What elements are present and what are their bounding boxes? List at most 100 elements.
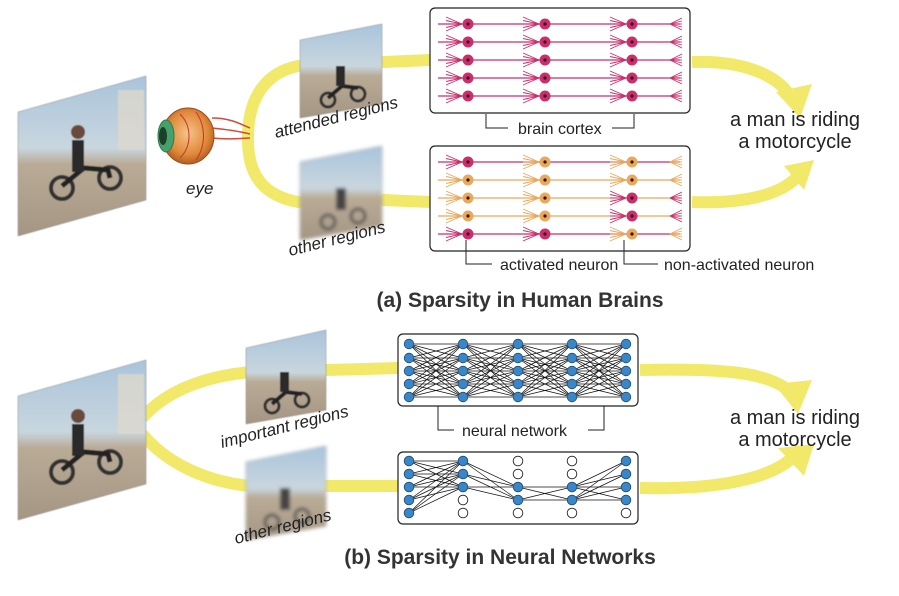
dendrite xyxy=(609,179,627,188)
network-edge xyxy=(517,357,573,398)
dendrite xyxy=(445,154,463,163)
network-edge xyxy=(517,486,573,501)
dendrite xyxy=(445,41,463,50)
active-node xyxy=(566,481,578,493)
dendrite xyxy=(522,190,540,199)
neuron-nucleus xyxy=(630,40,634,44)
activated-neuron-label: activated neuron xyxy=(500,257,618,274)
arrowhead-b-bottom xyxy=(778,444,814,476)
axon-terminal xyxy=(669,155,683,163)
arrowhead-top xyxy=(776,84,812,118)
active-node xyxy=(620,481,632,493)
network-edge xyxy=(462,460,519,488)
dendrite xyxy=(445,70,463,79)
dendrite xyxy=(609,41,627,50)
active-node xyxy=(620,494,632,506)
network-edge xyxy=(571,343,627,398)
dendrite xyxy=(609,161,627,166)
axon-terminal xyxy=(669,176,683,181)
dendrite xyxy=(522,161,540,166)
dendrite xyxy=(609,154,627,163)
axon-terminal xyxy=(669,56,683,61)
active-node xyxy=(457,391,469,403)
flow-arrow-cortex-to-output-bottom xyxy=(691,173,801,209)
dendrite xyxy=(522,179,540,184)
dendrite xyxy=(522,215,540,224)
neuron-nucleus xyxy=(630,22,634,26)
caption-panel-a: (a) Sparsity in Human Brains xyxy=(376,289,663,312)
dendrite xyxy=(522,74,540,79)
panel-a-flow xyxy=(242,54,814,209)
inactive-node xyxy=(566,455,578,467)
active-node xyxy=(457,365,469,377)
dendrite xyxy=(609,233,627,242)
network-edge xyxy=(408,343,464,359)
cortex-bracket xyxy=(485,114,635,129)
active-node xyxy=(457,378,469,390)
neural-network-graph xyxy=(403,338,632,519)
network-bracket xyxy=(437,406,605,431)
network-edge xyxy=(408,460,464,501)
active-node xyxy=(620,468,632,480)
network-edge xyxy=(571,357,627,398)
network-edge xyxy=(517,370,573,398)
network-edge xyxy=(517,343,573,359)
neuron-nucleus xyxy=(466,178,470,182)
dendrite xyxy=(522,154,540,163)
axon-terminal xyxy=(669,194,683,199)
network-edge xyxy=(571,343,627,372)
dendrite xyxy=(609,95,627,104)
dendrite xyxy=(609,56,627,61)
dendrite xyxy=(522,230,540,235)
network-edge xyxy=(408,343,464,385)
flow-arrow-network-to-output-bottom xyxy=(639,453,797,495)
neuron-nucleus xyxy=(630,58,634,62)
dendrite xyxy=(445,38,463,43)
axon-terminal xyxy=(669,23,683,31)
dendrite xyxy=(522,41,540,46)
neuron-nucleus xyxy=(543,58,547,62)
network-edge xyxy=(462,357,519,385)
flow-arrow-network-to-output-top xyxy=(639,363,795,397)
active-node xyxy=(512,481,524,493)
axon-terminal xyxy=(669,59,683,67)
dendrite xyxy=(522,172,540,181)
neuron-nucleus xyxy=(630,94,634,98)
active-node xyxy=(457,481,469,493)
dendrite xyxy=(445,190,463,199)
active-node xyxy=(512,378,524,390)
eye-label: eye xyxy=(186,179,213,198)
network-edge xyxy=(462,343,519,398)
dendrite xyxy=(609,38,627,43)
network-edge xyxy=(462,357,519,372)
active-node xyxy=(512,494,524,506)
dendrite xyxy=(609,20,627,25)
photo-other-regions-b xyxy=(245,445,327,541)
neuron-nucleus xyxy=(630,76,634,80)
neuron-nucleus xyxy=(466,58,470,62)
flow-arrow-to-cortex-bottom xyxy=(378,194,436,208)
dendrite xyxy=(609,172,627,181)
dendrite xyxy=(445,161,463,166)
dendrite xyxy=(609,16,627,25)
axon-terminal xyxy=(669,215,683,223)
dendrite xyxy=(445,194,463,199)
active-node xyxy=(403,468,415,480)
dendrite xyxy=(522,226,540,235)
dendrite xyxy=(609,95,627,100)
axon-terminal xyxy=(669,161,683,169)
dendrite xyxy=(609,59,627,68)
axon-terminal xyxy=(669,95,683,103)
axon-terminal xyxy=(669,41,683,49)
network-edge xyxy=(462,343,519,372)
non-activated-neuron-pointer xyxy=(623,240,658,265)
dendrite xyxy=(522,212,540,217)
dendrite xyxy=(609,230,627,235)
non-activated-neuron-label: non-activated neuron xyxy=(664,257,814,274)
network-edge xyxy=(571,460,627,501)
dendrite xyxy=(445,95,463,100)
dendrite xyxy=(609,208,627,217)
network-edge xyxy=(517,357,573,372)
neuron-nucleus xyxy=(543,196,547,200)
network-edge xyxy=(517,343,573,372)
